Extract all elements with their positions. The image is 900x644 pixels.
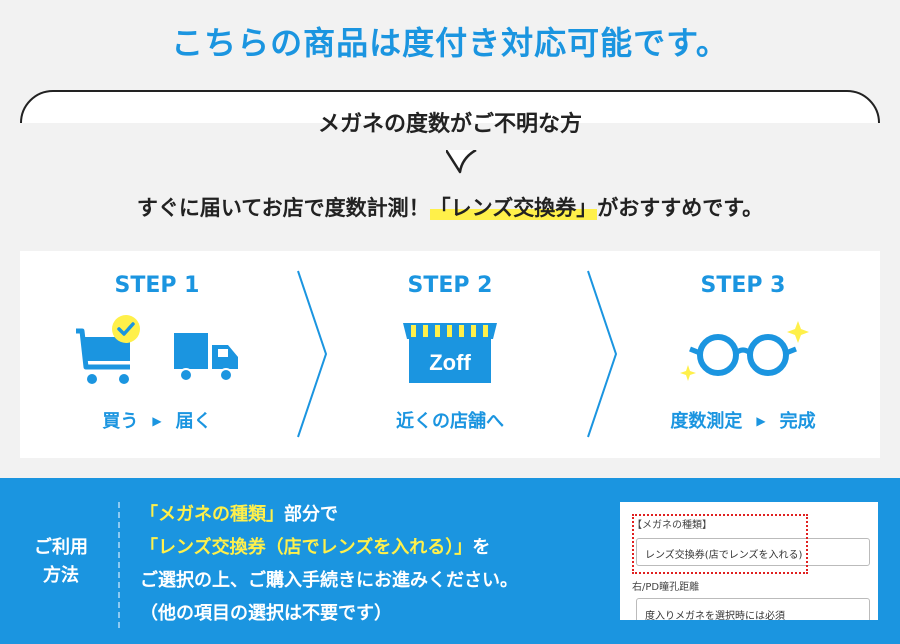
headline: こちらの商品は度付き対応可能です。 xyxy=(171,24,729,62)
arrow-right-icon: ▶ xyxy=(152,414,162,428)
step-caption: 近くの店舗へ xyxy=(396,411,504,432)
lens-voucher-highlight: 「レンズ交換券」 xyxy=(429,196,598,220)
step-caption: 度数測定 ▶ 完成 xyxy=(628,407,858,433)
caption-arrive: 届く xyxy=(175,411,212,432)
chevron-right-icon xyxy=(587,270,618,438)
form-example-screenshot: 【メガネの種類】 レンズ交換券(店でレンズを入れる) 右/PD瞳孔距離 度入りメ… xyxy=(620,502,878,620)
caption-measure: 度数測定 xyxy=(670,411,743,432)
caption-buy: 買う xyxy=(102,411,139,432)
form-label-pd: 右/PD瞳孔距離 xyxy=(632,582,700,593)
recommendation-line: すぐに届いてお店で度数計測！「レンズ交換券」がおすすめです。 xyxy=(0,192,900,222)
truck-icon xyxy=(174,333,238,382)
store-sign: Zoff xyxy=(429,350,471,375)
glasses-icon xyxy=(680,321,809,381)
usage-instructions: 「メガネの種類」部分で 「レンズ交換券（店でレンズを入れる）」を ご選択の上、ご… xyxy=(140,504,518,624)
bubble-text: メガネの度数がご不明な方 xyxy=(317,112,582,137)
step-title: STEP 3 xyxy=(700,273,786,298)
caption-complete: 完成 xyxy=(779,411,816,432)
recommendation-suffix: がおすすめです。 xyxy=(597,196,764,220)
steps-panel: STEP 1 買 xyxy=(20,251,880,458)
divider xyxy=(118,502,120,628)
pd-select: 度入りメガネを選択時には必須 xyxy=(636,598,870,620)
form-label-glasses-type: 【メガネの種類】 xyxy=(632,520,712,531)
recommendation-text: すぐに届いてお店で度数計測！ xyxy=(136,196,430,220)
glasses-type-select: レンズ交換券(店でレンズを入れる) xyxy=(636,538,870,566)
chevron-right-icon xyxy=(297,270,328,438)
usage-section: ご利用 方法 「メガネの種類」部分で 「レンズ交換券（店でレンズを入れる）」を … xyxy=(0,478,900,644)
step-caption: 買う ▶ 届く xyxy=(42,407,272,433)
step-1: STEP 1 買 xyxy=(42,251,272,458)
highlight-frame xyxy=(632,514,808,574)
cart-check-icon xyxy=(76,315,140,384)
step-3: STEP 3 度数測定 ▶ 完成 xyxy=(628,251,858,458)
usage-label: ご利用 方法 xyxy=(34,537,88,586)
arrow-right-icon: ▶ xyxy=(756,414,766,428)
step-title: STEP 2 xyxy=(407,273,493,298)
step-2: STEP 2 Zoff 近くの店舗へ xyxy=(335,251,565,458)
store-icon: Zoff xyxy=(403,323,497,383)
step-title: STEP 1 xyxy=(114,273,200,298)
bubble-tail xyxy=(446,150,477,174)
